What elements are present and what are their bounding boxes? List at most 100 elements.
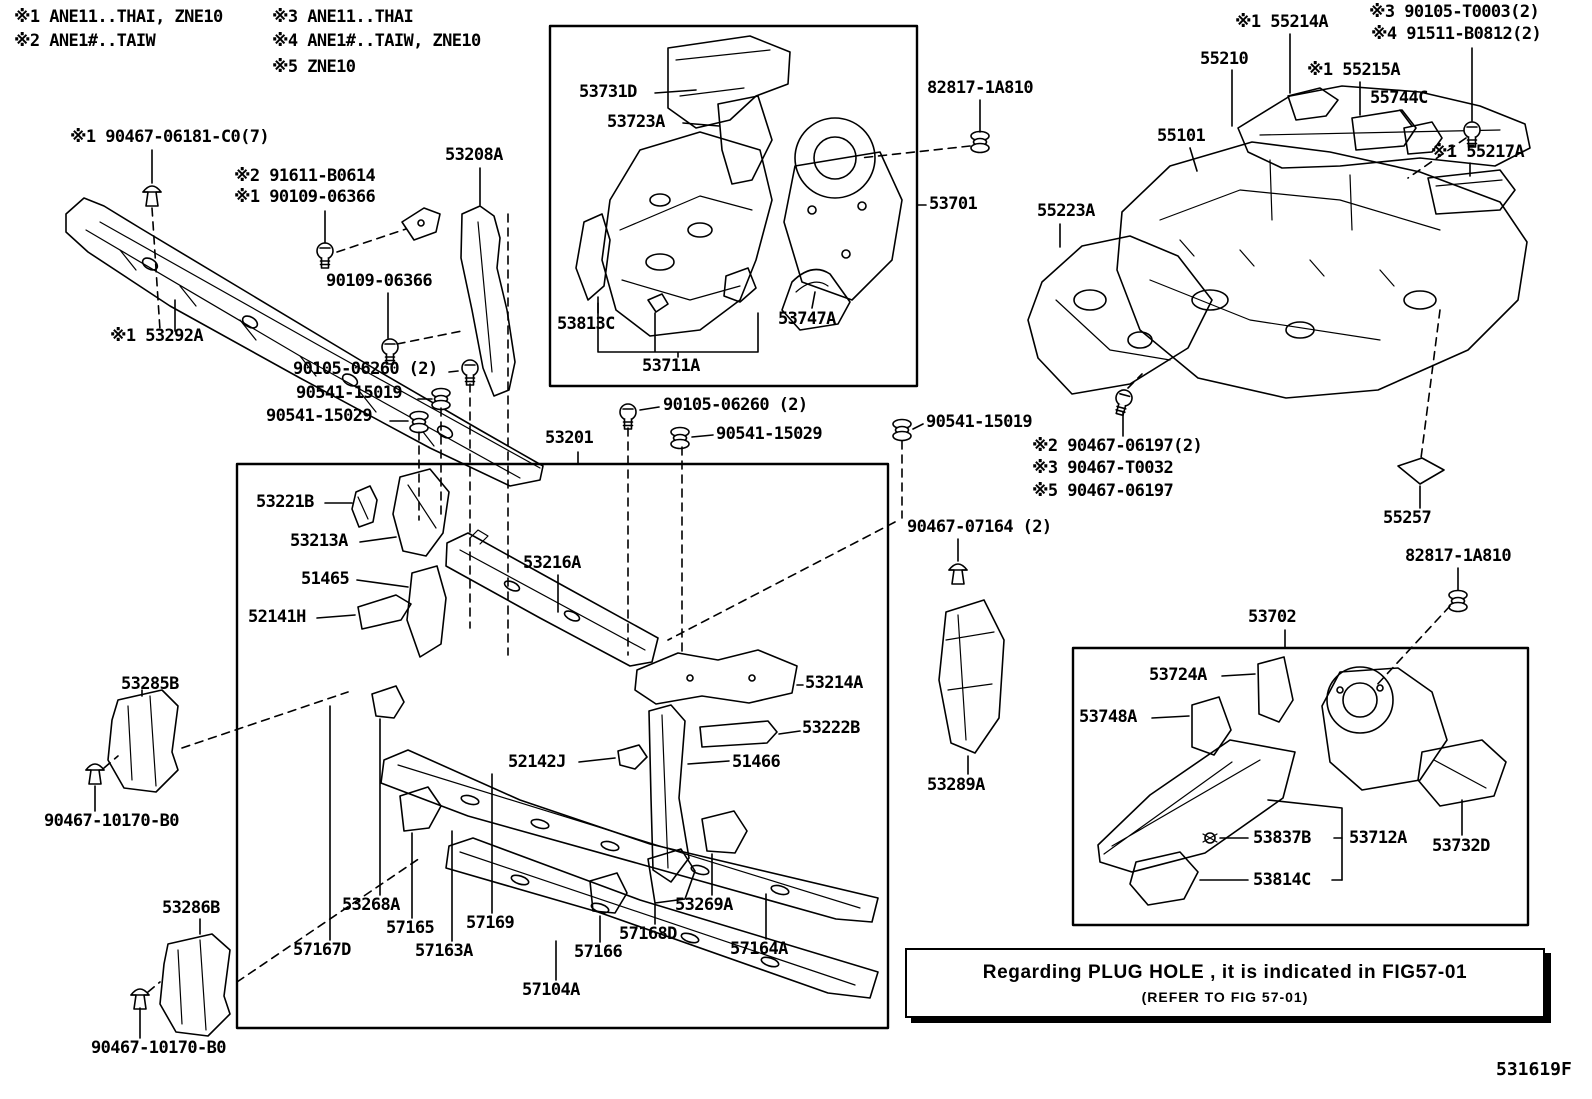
frame-boxes <box>235 24 1530 1030</box>
bolt-icon <box>619 403 637 430</box>
part-label-57163a: 57163A <box>415 941 473 961</box>
part-55101-dash-panel-drawing <box>1116 85 1531 399</box>
part-radiator-support-drawing <box>351 468 879 999</box>
part-label-53269a: 53269A <box>675 895 733 915</box>
part-label-90467-06181-c0: ※1 90467-06181-C0(7) <box>70 127 270 147</box>
part-53701-assembly-drawing <box>575 35 903 337</box>
legend-note-3: ※3 ANE11..THAI <box>272 7 414 27</box>
part-label-90541-15019-mid: 90541-15019 <box>926 412 1033 432</box>
plug-hole-note-line2: (REFER TO FIG 57-01) <box>1141 988 1309 1005</box>
legend-note-5: ※5 ZNE10 <box>272 57 356 77</box>
part-label-53702: 53702 <box>1248 607 1297 627</box>
part-label-57168d: 57168D <box>619 924 677 944</box>
part-label-53747a: 53747A <box>778 309 836 329</box>
part-label-57167d: 57167D <box>293 940 351 960</box>
part-label-53712a: 53712A <box>1349 828 1407 848</box>
part-label-57164a: 57164A <box>730 939 788 959</box>
part-label-53732d: 53732D <box>1432 836 1490 856</box>
push-clip-icon <box>130 988 150 1010</box>
part-label-55214a: ※1 55214A <box>1235 12 1329 32</box>
legend-note-2: ※2 ANE1#..TAIW <box>14 31 156 51</box>
part-label-90467-t0032: ※3 90467-T0032 <box>1032 458 1174 478</box>
part-label-55101: 55101 <box>1157 126 1206 146</box>
plug-hole-note-line1: Regarding PLUG HOLE , it is indicated in… <box>982 961 1468 983</box>
part-label-53214a: 53214A <box>805 673 863 693</box>
push-clip-icon <box>85 763 105 785</box>
part-label-90541-15029-left: 90541-15029 <box>266 406 373 426</box>
part-label-53711a: 53711A <box>642 356 700 376</box>
part-label-53268a: 53268A <box>342 895 400 915</box>
part-53702-assembly-drawing <box>1097 656 1507 906</box>
legend-note-4: ※4 ANE1#..TAIW, ZNE10 <box>272 31 481 51</box>
part-label-90467-10170-bottom: 90467-10170-B0 <box>91 1038 226 1058</box>
part-label-90467-06197: ※5 90467-06197 <box>1032 481 1174 501</box>
plug-hole-note-box: Regarding PLUG HOLE , it is indicated in… <box>905 948 1545 1018</box>
figure-code: 531619F <box>1496 1059 1572 1080</box>
part-label-53201: 53201 <box>545 428 594 448</box>
part-label-53285b: 53285B <box>121 674 179 694</box>
part-label-55217a: ※1 55217A <box>1431 142 1525 162</box>
part-55223a-drawing <box>1027 235 1213 395</box>
part-label-53723a: 53723A <box>607 112 665 132</box>
push-clip-icon <box>142 185 162 207</box>
part-label-55744c: 55744C <box>1370 88 1428 108</box>
grommet-icon <box>892 418 912 442</box>
part-label-53222b: 53222B <box>802 718 860 738</box>
part-label-53748a: 53748A <box>1079 707 1137 727</box>
part-label-57104a: 57104A <box>522 980 580 1000</box>
part-label-55257: 55257 <box>1383 508 1432 528</box>
part-label-90109-06366-b: 90109-06366 <box>326 271 433 291</box>
part-label-53286b: 53286B <box>162 898 220 918</box>
part-label-90105-06260-left: 90105-06260 (2) <box>293 359 438 379</box>
part-label-53208a: 53208A <box>445 145 503 165</box>
part-53286b-drawing <box>159 933 231 1037</box>
part-53285b-drawing <box>107 689 179 793</box>
part-label-53731d: 53731D <box>579 82 637 102</box>
grommet-icon <box>1448 589 1468 613</box>
part-label-90467-06197-2: ※2 90467-06197(2) <box>1032 436 1203 456</box>
bolt-icon <box>316 242 334 269</box>
part-label-57166: 57166 <box>574 942 623 962</box>
part-label-53292a: ※1 53292A <box>110 326 204 346</box>
part-label-53813c: 53813C <box>557 314 615 334</box>
part-53208a-drawing <box>401 205 516 397</box>
grommet-icon <box>431 387 451 411</box>
part-label-55210: 55210 <box>1200 49 1249 69</box>
part-label-53701: 53701 <box>929 194 978 214</box>
part-label-90467-07164: 90467-07164 (2) <box>907 517 1052 537</box>
part-label-55223a: 55223A <box>1037 201 1095 221</box>
part-label-52141h: 52141H <box>248 607 306 627</box>
part-label-57165: 57165 <box>386 918 435 938</box>
part-label-53221b: 53221B <box>256 492 314 512</box>
part-label-55215a: ※1 55215A <box>1307 60 1401 80</box>
part-label-90105-t0003: ※3 90105-T0003(2) <box>1369 2 1540 22</box>
part-label-91611-b0614: ※2 91611-B0614 <box>234 166 376 186</box>
part-label-90541-15029-mid: 90541-15029 <box>716 424 823 444</box>
part-53289a-drawing <box>938 599 1005 754</box>
legend-note-1: ※1 ANE11..THAI, ZNE10 <box>14 7 223 27</box>
grommet-icon <box>970 130 990 154</box>
grommet-icon <box>670 426 690 450</box>
part-label-53837b: 53837B <box>1253 828 1311 848</box>
part-label-90467-10170-top: 90467-10170-B0 <box>44 811 179 831</box>
part-label-53814c: 53814C <box>1253 870 1311 890</box>
part-label-52142j: 52142J <box>508 752 566 772</box>
leader-lines <box>94 33 1473 1039</box>
part-label-91511-b0812: ※4 91511-B0812(2) <box>1371 24 1542 44</box>
part-label-90541-15019-left: 90541-15019 <box>296 383 403 403</box>
part-label-90109-06366-a: ※1 90109-06366 <box>234 187 376 207</box>
bolt-icon <box>461 359 479 386</box>
alignment-dashed-lines <box>103 137 1467 993</box>
part-label-82817-1a810-bottom: 82817-1A810 <box>1405 546 1512 566</box>
part-label-53216a: 53216A <box>523 553 581 573</box>
part-label-53724a: 53724A <box>1149 665 1207 685</box>
part-label-90105-06260-mid: 90105-06260 (2) <box>663 395 808 415</box>
part-label-53213a: 53213A <box>290 531 348 551</box>
part-53292a-drawing <box>65 197 544 487</box>
grommet-icon <box>409 410 429 434</box>
part-label-53289a: 53289A <box>927 775 985 795</box>
part-label-57169: 57169 <box>466 913 515 933</box>
part-label-82817-1a810-top: 82817-1A810 <box>927 78 1034 98</box>
